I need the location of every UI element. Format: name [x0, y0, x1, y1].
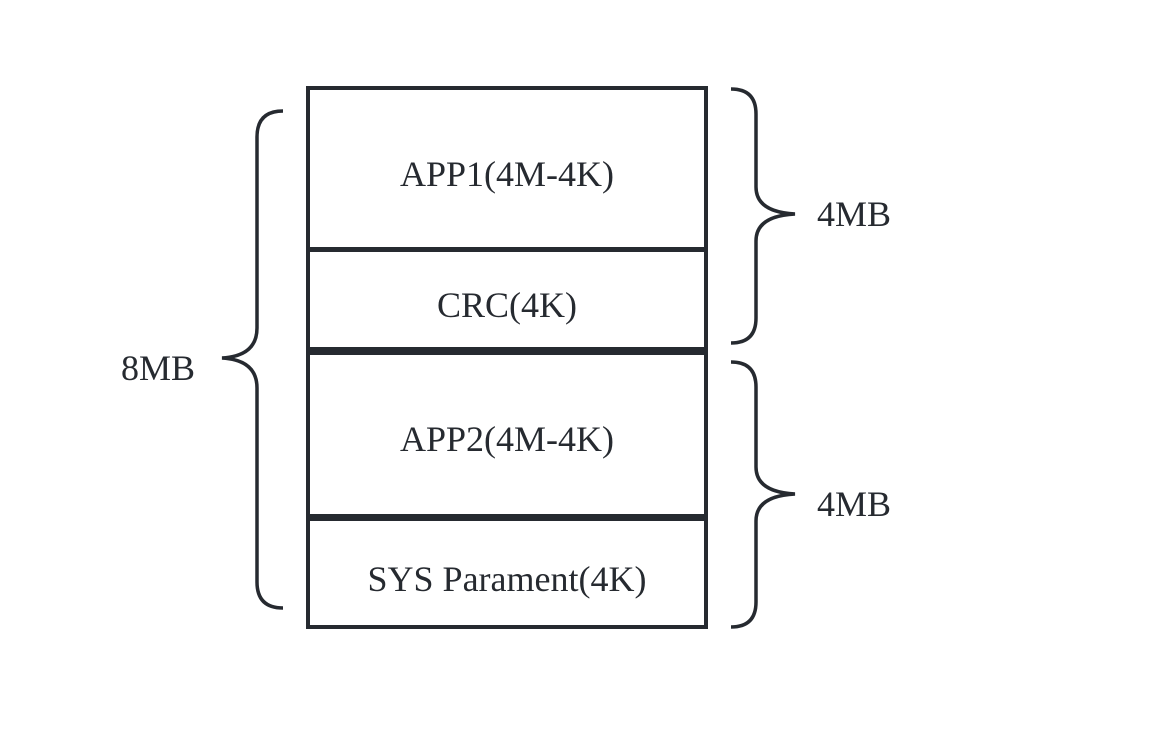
block-label-sys-parament: SYS Parament(4K)	[368, 559, 647, 599]
right-brace-top-label: 4MB	[817, 194, 891, 234]
memory-block-stack	[306, 86, 708, 629]
right-brace-bottom-label: 4MB	[817, 484, 891, 524]
right-curly-brace-bottom	[730, 360, 796, 629]
memory-block-sys-parament	[306, 517, 708, 629]
block-label-crc: CRC(4K)	[437, 285, 577, 325]
memory-block-app2	[306, 351, 708, 518]
memory-block-crc	[306, 248, 708, 351]
block-label-app1: APP1(4M-4K)	[400, 154, 614, 194]
left-curly-brace	[221, 109, 284, 610]
left-brace-label: 8MB	[121, 348, 195, 388]
right-curly-brace-top	[730, 87, 796, 345]
block-label-app2: APP2(4M-4K)	[400, 419, 614, 459]
